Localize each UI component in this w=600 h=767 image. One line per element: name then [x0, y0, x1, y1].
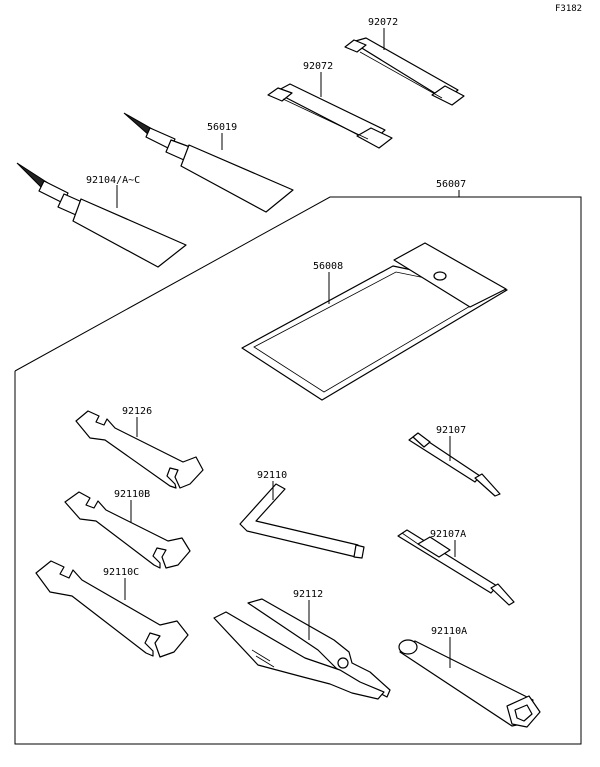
figure-code: F3182 — [555, 4, 582, 14]
label-tube-small: 56019 — [207, 122, 237, 133]
label-tube-large: 92104/A~C — [86, 175, 140, 186]
strap-mid — [267, 83, 393, 149]
screwdriver-2 — [397, 529, 515, 606]
label-hex-key: 92110 — [257, 470, 287, 481]
strap-top — [344, 37, 465, 106]
label-strap-mid: 92072 — [303, 61, 333, 72]
label-screwdriver-2: 92107A — [430, 529, 466, 540]
label-pouch: 56008 — [313, 261, 343, 272]
label-screwdriver-1: 92107 — [436, 425, 466, 436]
toolkit-frame — [14, 196, 582, 745]
wrench-2 — [64, 491, 191, 569]
label-wrench-2: 92110B — [114, 489, 150, 500]
box-wrench — [398, 639, 541, 728]
label-toolkit: 56007 — [436, 179, 466, 190]
tube-large — [16, 162, 187, 268]
pliers — [213, 598, 391, 700]
label-strap-top: 92072 — [368, 17, 398, 28]
label-wrench-1: 92126 — [122, 406, 152, 417]
screwdriver-1 — [408, 432, 501, 497]
label-box-wrench: 92110A — [431, 626, 467, 637]
hex-key — [239, 483, 365, 559]
wrench-3 — [35, 560, 189, 658]
tube-small — [123, 112, 294, 213]
label-wrench-3: 92110C — [103, 567, 139, 578]
tool-pouch — [241, 242, 508, 401]
label-pliers: 92112 — [293, 589, 323, 600]
wrench-1 — [75, 410, 204, 489]
